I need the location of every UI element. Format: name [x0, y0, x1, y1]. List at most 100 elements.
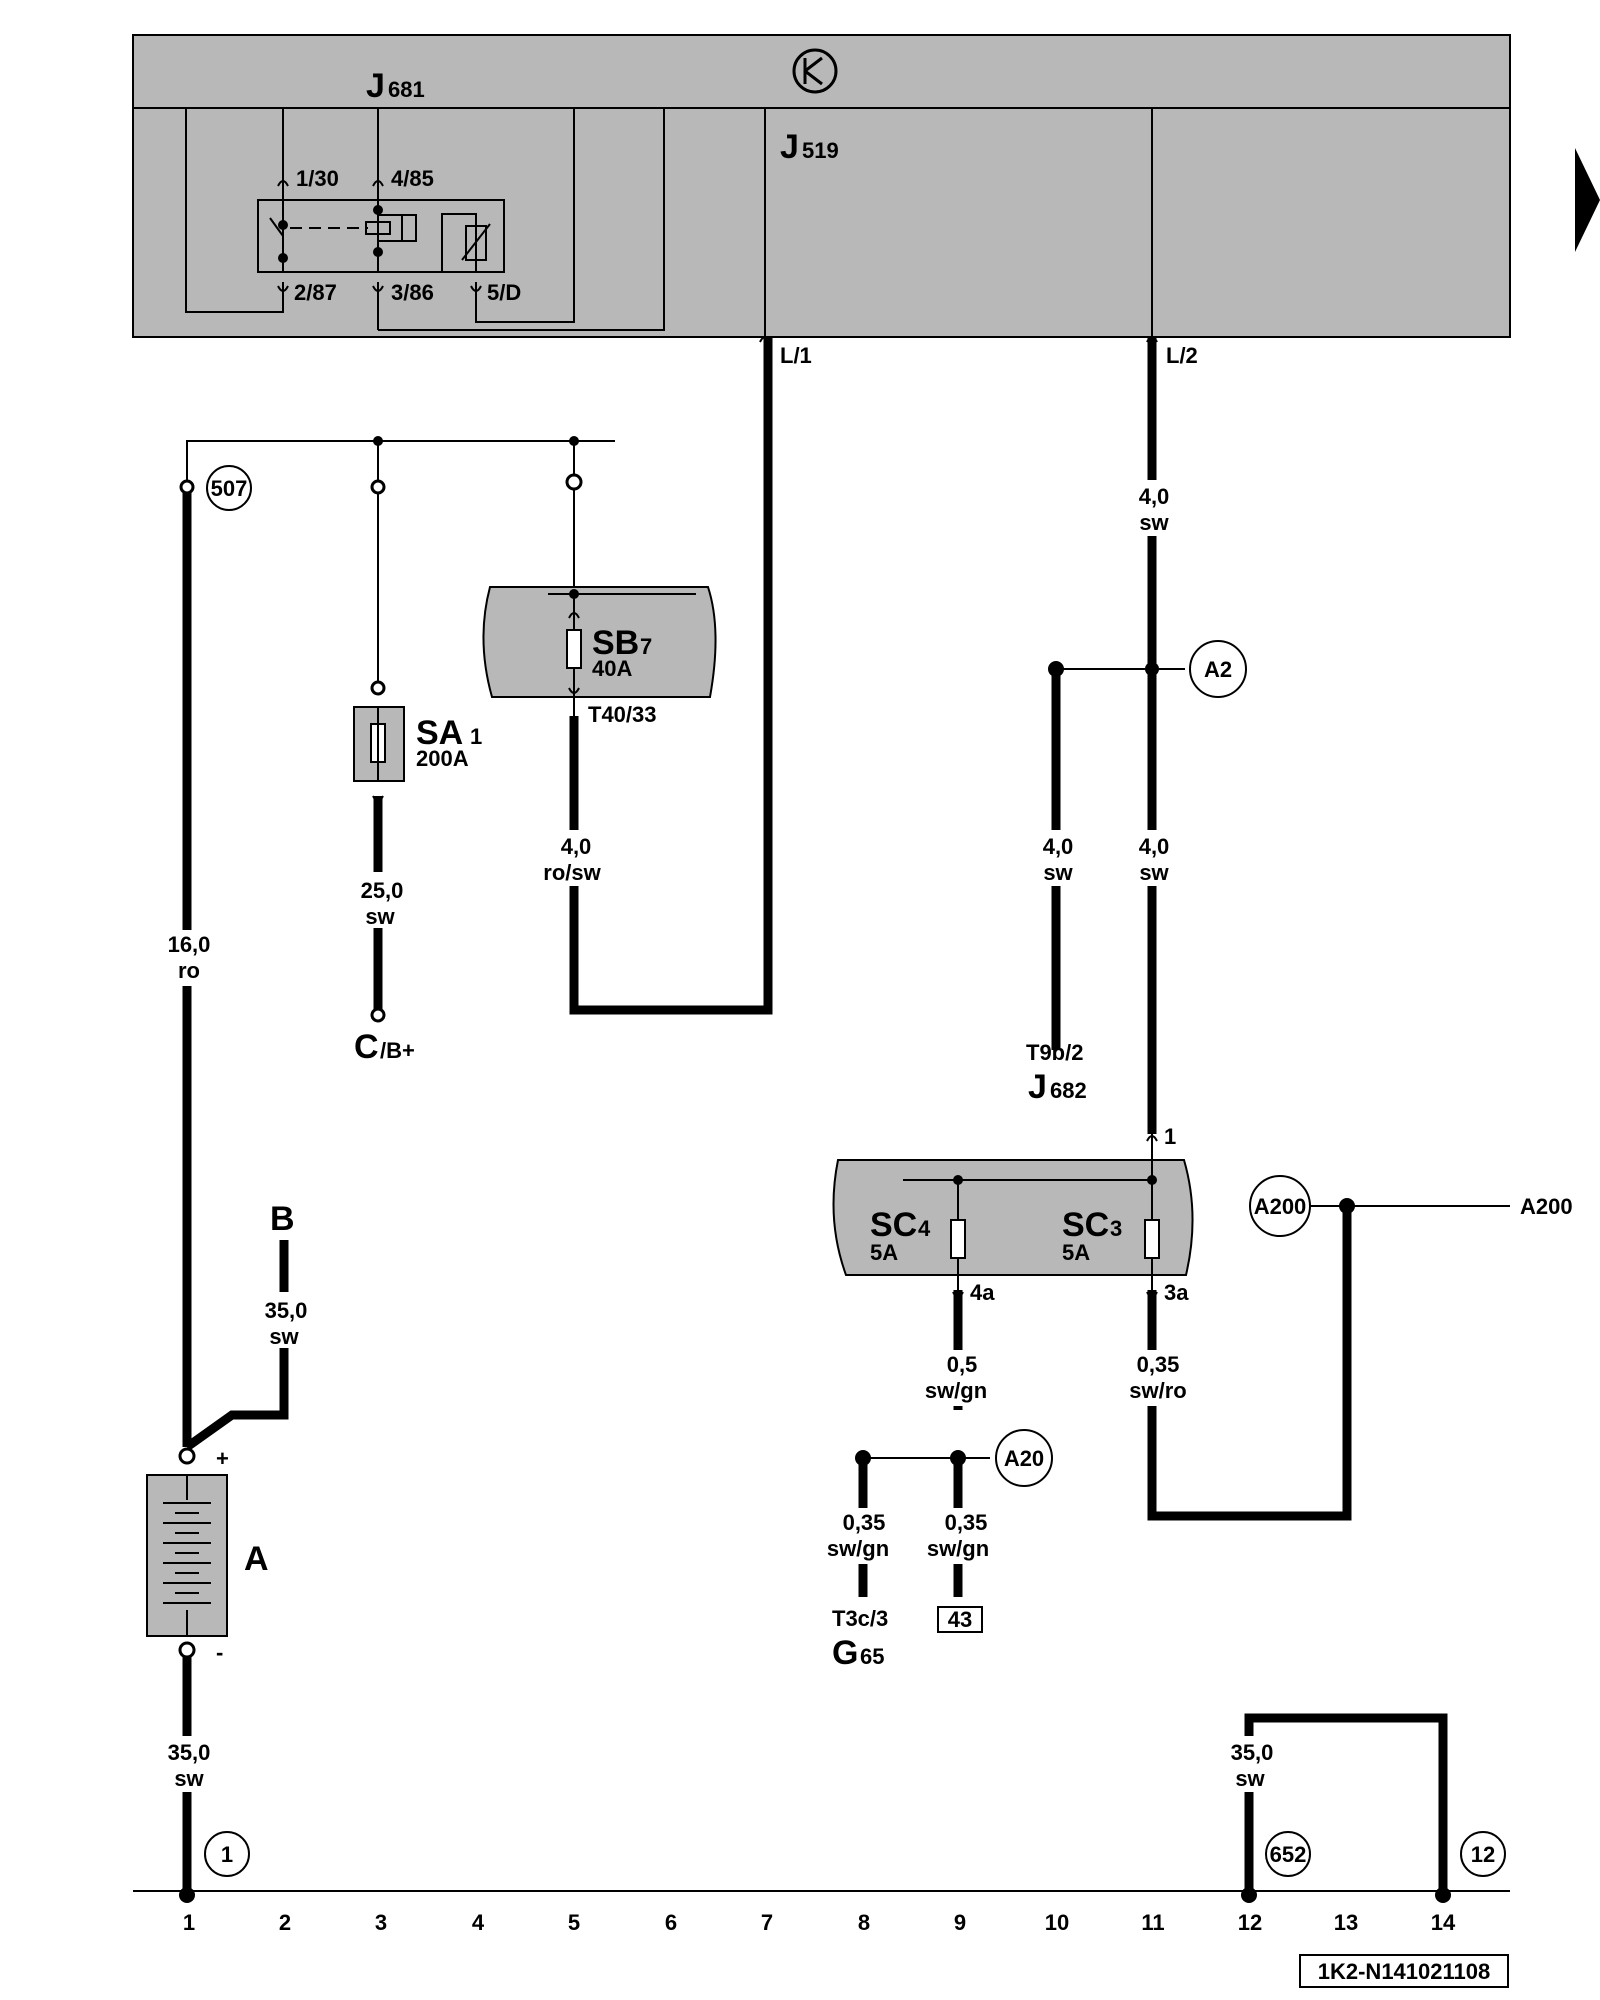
- wire-sc3-color: sw/ro: [1129, 1378, 1186, 1403]
- track-4: 4: [472, 1910, 485, 1935]
- box-ref-43-label: 43: [948, 1607, 972, 1632]
- fuse-sc3-sub: 3: [1110, 1216, 1122, 1241]
- wire-ground1-size: 35,0: [168, 1740, 211, 1765]
- j682-sub: 682: [1050, 1078, 1087, 1103]
- connector-a2-label: A2: [1204, 657, 1232, 682]
- fuse-sa1-name: SA: [416, 714, 463, 752]
- relay-pin-2-87: 2/87: [294, 280, 337, 305]
- track-1: 1: [183, 1910, 195, 1935]
- g65-sub: 65: [860, 1644, 884, 1669]
- connector-507-label: 507: [211, 476, 248, 501]
- track-3: 3: [375, 1910, 387, 1935]
- battery-cells-icon: [163, 1502, 211, 1604]
- fuse-sb7-pin: T40/33: [588, 702, 657, 727]
- track-5: 5: [568, 1910, 580, 1935]
- wire-sc4-size: 0,5: [947, 1352, 978, 1377]
- connector-a200-label: A200: [1254, 1194, 1307, 1219]
- fuse-sc4-icon: [950, 1219, 966, 1259]
- controller-j519-sub: 519: [802, 138, 839, 163]
- open-terminals: [178, 473, 583, 1659]
- wire-sc3-size: 0,35: [1137, 1352, 1180, 1377]
- wire-sa1-color: sw: [365, 904, 395, 929]
- alternator-c-name: C: [354, 1028, 379, 1066]
- wire-l2-top-size: 4,0: [1139, 484, 1170, 509]
- wire-g65-size: 0,35: [843, 1510, 886, 1535]
- track-13: 13: [1334, 1910, 1358, 1935]
- battery-minus: -: [216, 1640, 223, 1665]
- connector-ground-12: [1460, 1831, 1506, 1877]
- thin-wires: [133, 440, 1510, 1892]
- controller-pin-l2: L/2: [1166, 343, 1198, 368]
- wire-l2-mid-color: sw: [1139, 860, 1169, 885]
- connector-507: [206, 465, 252, 511]
- doc-ref: 1K2-N141021108: [1318, 1959, 1490, 1984]
- relay-pin-5-d: 5/D: [487, 280, 521, 305]
- doc-ref-box: [1299, 1954, 1509, 1988]
- wire-ground1-color: sw: [174, 1766, 204, 1791]
- wire-43-size: 0,35: [945, 1510, 988, 1535]
- fuse-sc3-pin: 3a: [1164, 1280, 1189, 1305]
- relay-j681: [185, 108, 665, 331]
- wire-j682-size: 4,0: [1043, 834, 1074, 859]
- track-6: 6: [665, 1910, 677, 1935]
- connector-a20: [995, 1429, 1053, 1487]
- fuse-sc4-name: SC: [870, 1206, 917, 1244]
- track-2: 2: [279, 1910, 291, 1935]
- alternator-c-sub: /B+: [380, 1038, 415, 1063]
- wire-l2-mid-size: 4,0: [1139, 834, 1170, 859]
- connector-ground-652: [1265, 1831, 1311, 1877]
- wire-sc4-color: sw/gn: [925, 1378, 987, 1403]
- connector-a20-label: A20: [1004, 1446, 1044, 1471]
- relay-j681-name: J: [366, 67, 385, 105]
- control-unit-housing: [132, 34, 1511, 338]
- a200-line-label: A200: [1520, 1194, 1573, 1219]
- controller-j519-name: J: [780, 128, 799, 166]
- fuse-sa1-sub: 1: [470, 724, 482, 749]
- wire-sb7-size: 4,0: [561, 834, 592, 859]
- battery-a: [146, 1474, 228, 1637]
- relay-pin-4-85: 4/85: [391, 166, 434, 191]
- junctions: [179, 436, 1451, 1903]
- wire-b-color: sw: [269, 1324, 299, 1349]
- track-8: 8: [858, 1910, 870, 1935]
- fuse-sb7-name: SB: [592, 624, 639, 662]
- relay-j681-sub: 681: [388, 77, 425, 102]
- wire-l2-top-color: sw: [1139, 510, 1169, 535]
- wire-507-color: ro: [178, 958, 200, 983]
- j682-name: J: [1028, 1068, 1047, 1106]
- fuse-sc-feed-pin: 1: [1164, 1124, 1176, 1149]
- wire-g65-color: sw/gn: [827, 1536, 889, 1561]
- ground-symbol-icon: [792, 48, 838, 94]
- connector-a2: [1189, 640, 1247, 698]
- fuse-sb7-rating: 40A: [592, 656, 632, 681]
- fuse-sc4-pin: 4a: [970, 1280, 995, 1305]
- fuse-sc3-icon: [1144, 1219, 1160, 1259]
- thick-wires: [182, 337, 1448, 1895]
- fuse-sc3-name: SC: [1062, 1206, 1109, 1244]
- relay-pin-1-30: 1/30: [296, 166, 339, 191]
- fuse-sc4-rating: 5A: [870, 1240, 898, 1265]
- wire-507-size: 16,0: [168, 932, 211, 957]
- connector-ground-1-label: 1: [221, 1842, 233, 1867]
- fuse-sc4-sub: 4: [918, 1216, 931, 1241]
- g65-connector: T3c/3: [832, 1606, 888, 1631]
- track-axis: 1 2 3 4 5 6 7 8 9 10 11 12 13 14: [183, 1910, 1456, 1935]
- wire-sb7-color: ro/sw: [543, 860, 601, 885]
- connector-ground-1: [204, 1831, 250, 1877]
- connector-ground-12-label: 12: [1471, 1842, 1495, 1867]
- wire-j682-color: sw: [1043, 860, 1073, 885]
- starter-b-name: B: [270, 1200, 295, 1238]
- track-10: 10: [1045, 1910, 1069, 1935]
- fuse-sc3-rating: 5A: [1062, 1240, 1090, 1265]
- wire-sa1-size: 25,0: [361, 878, 404, 903]
- relay-pin-3-86: 3/86: [391, 280, 434, 305]
- fuse-sa1-rating: 200A: [416, 746, 469, 771]
- track-11: 11: [1141, 1910, 1164, 1935]
- battery-plus: +: [216, 1446, 229, 1471]
- track-9: 9: [954, 1910, 966, 1935]
- track-14: 14: [1431, 1910, 1456, 1935]
- controller-pin-l1: L/1: [780, 343, 812, 368]
- j682-connector: T9b/2: [1026, 1040, 1083, 1065]
- continuation-arrow-icon[interactable]: [1575, 148, 1600, 252]
